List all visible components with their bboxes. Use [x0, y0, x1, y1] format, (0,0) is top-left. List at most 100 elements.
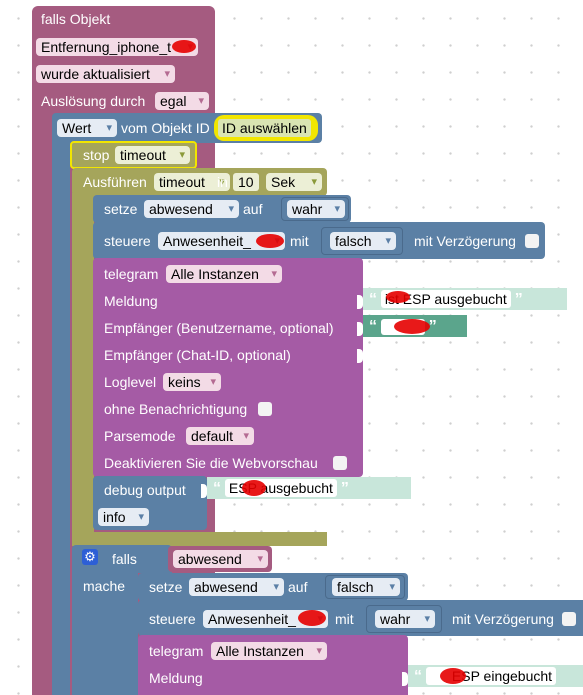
condition-dropdown[interactable]: wurde aktualisiert: [36, 65, 175, 83]
set-value-dropdown-1[interactable]: wahr: [287, 200, 345, 218]
condition-value: wurde aktualisiert: [41, 66, 150, 82]
debug-label: debug output: [104, 482, 186, 498]
select-id-text: ID auswählen: [218, 119, 311, 137]
telegram-instance-dropdown-2[interactable]: Alle Instanzen: [211, 642, 327, 660]
message-text-value-1: ist ESP ausgebucht: [384, 291, 507, 307]
set-var-value-1: abwesend: [149, 201, 213, 217]
loglevel-value-1: keins: [168, 374, 201, 390]
if-do-label: mache: [83, 578, 126, 594]
execute-in-label: in: [217, 174, 228, 190]
message-label-1: Meldung: [104, 293, 158, 309]
recipient-chat-input-notch: [357, 349, 363, 363]
quote-close: ”: [428, 318, 437, 335]
set-label-1: setze: [104, 201, 138, 217]
stop-dropdown[interactable]: timeout: [115, 146, 190, 164]
set-value-2: falsch: [337, 579, 374, 595]
message-text-1[interactable]: ist ESP ausgebucht: [380, 290, 511, 308]
control-object-value-1: Anwesenheit_: [163, 233, 251, 249]
execute-name-dropdown[interactable]: timeout: [154, 173, 230, 191]
redaction-mark: [298, 610, 326, 626]
telegram-label-2: telegram: [149, 643, 204, 659]
message-string-block-1[interactable]: “ ist ESP ausgebucht ”: [363, 288, 567, 310]
set-value-dropdown-2[interactable]: falsch: [332, 578, 400, 596]
delay-checkbox-2[interactable]: [562, 612, 576, 626]
set-var-dropdown-2[interactable]: abwesend: [189, 578, 284, 596]
control-with-label-2: mit: [335, 611, 354, 627]
message-string-block-2[interactable]: “ ESP eingebucht: [408, 665, 583, 687]
parsemode-value-1: default: [191, 428, 234, 444]
trigger-by-label: Auslösung durch: [41, 93, 146, 109]
control-object-value-2: Anwesenheit_: [208, 611, 296, 627]
control-object-dropdown-2[interactable]: Anwesenheit_: [203, 610, 328, 628]
recipient-chat-label-1: Empfänger (Chat-ID, optional): [104, 347, 291, 363]
message-text-value-2: ESP eingebucht: [451, 668, 553, 684]
from-object-label: vom Objekt ID: [121, 120, 210, 136]
trigger-by-value: egal: [160, 93, 187, 109]
loglevel-dropdown-1[interactable]: keins: [163, 373, 221, 391]
gear-icon[interactable]: ⚙: [82, 549, 98, 565]
set-var-value-2: abwesend: [194, 579, 258, 595]
preview-checkbox-1[interactable]: [333, 456, 347, 470]
execute-unit-value: Sek: [271, 174, 296, 190]
quote-open: “: [369, 318, 377, 335]
execute-amount-value: 10: [238, 174, 254, 190]
execute-name-value: timeout: [159, 174, 205, 190]
execute-block-spine: [72, 193, 94, 538]
preview-label-1: Deaktivieren Sie die Webvorschau: [104, 455, 318, 471]
trigger-by-dropdown[interactable]: egal: [155, 92, 209, 110]
message-label-2: Meldung: [149, 670, 203, 686]
telegram-instance-value-1: Alle Instanzen: [171, 266, 259, 282]
redaction-mark: [256, 234, 284, 248]
debug-level-dropdown[interactable]: info: [98, 508, 149, 526]
set-value-1: wahr: [292, 201, 323, 217]
telegram-instance-dropdown-1[interactable]: Alle Instanzen: [166, 265, 282, 283]
telegram-instance-value-2: Alle Instanzen: [216, 643, 304, 659]
control-value-dropdown-1[interactable]: falsch: [330, 232, 396, 250]
if-var-value: abwesend: [178, 551, 242, 567]
object-id-dropdown[interactable]: Entfernung_iphone_t: [36, 38, 198, 56]
debug-level-value: info: [103, 509, 126, 525]
if-var-dropdown[interactable]: abwesend: [173, 550, 268, 568]
control-with-label-1: mit: [290, 233, 309, 249]
value-type-dropdown[interactable]: Wert: [57, 119, 117, 137]
recipient-user-label-1: Empfänger (Benutzername, optional): [104, 320, 334, 336]
quote-open: “: [369, 291, 377, 308]
control-value-dropdown-2[interactable]: wahr: [375, 610, 435, 628]
object-id-value: Entfernung_iphone_t: [41, 39, 171, 55]
value-type-label: Wert: [62, 120, 92, 136]
set-on-label-2: auf: [288, 579, 308, 595]
if-label: falls: [112, 551, 137, 567]
set-on-label-1: auf: [243, 201, 263, 217]
message-input-notch-2: [402, 672, 408, 686]
trigger-block-spine: [32, 110, 54, 695]
redaction-mark: [386, 291, 410, 303]
redaction-mark: [440, 668, 466, 684]
redaction-mark: [172, 40, 196, 53]
set-var-dropdown-1[interactable]: abwesend: [144, 200, 239, 218]
parsemode-label-1: Parsemode: [104, 428, 176, 444]
quote-open: “: [213, 480, 221, 497]
control-delay-label-1: mit Verzögerung: [414, 233, 516, 249]
execute-unit-dropdown[interactable]: Sek: [266, 173, 322, 191]
silent-checkbox-1[interactable]: [258, 402, 272, 416]
execute-block-footer: [72, 532, 327, 546]
stop-label: stop: [83, 147, 110, 163]
control-label-1: steuere: [104, 233, 151, 249]
delay-checkbox-1[interactable]: [525, 234, 539, 248]
debug-string-block[interactable]: “ ESP ausgebucht ”: [207, 477, 411, 499]
loglevel-label-1: Loglevel: [104, 374, 157, 390]
recipient-user-input-notch: [357, 322, 363, 336]
value-block-spine: [52, 140, 70, 695]
quote-open: “: [414, 668, 422, 685]
telegram-label-1: telegram: [104, 266, 159, 282]
stop-value: timeout: [120, 147, 166, 163]
execute-amount-input[interactable]: 10: [233, 173, 259, 191]
if-block-spine: [72, 570, 138, 695]
silent-label-1: ohne Benachrichtigung: [104, 401, 248, 417]
parsemode-dropdown-1[interactable]: default: [186, 427, 254, 445]
quote-close: ”: [514, 291, 523, 308]
control-delay-label-2: mit Verzögerung: [452, 611, 554, 627]
select-id-button[interactable]: ID auswählen: [214, 115, 318, 141]
message-input-notch: [357, 295, 363, 309]
control-value-2: wahr: [380, 611, 411, 627]
